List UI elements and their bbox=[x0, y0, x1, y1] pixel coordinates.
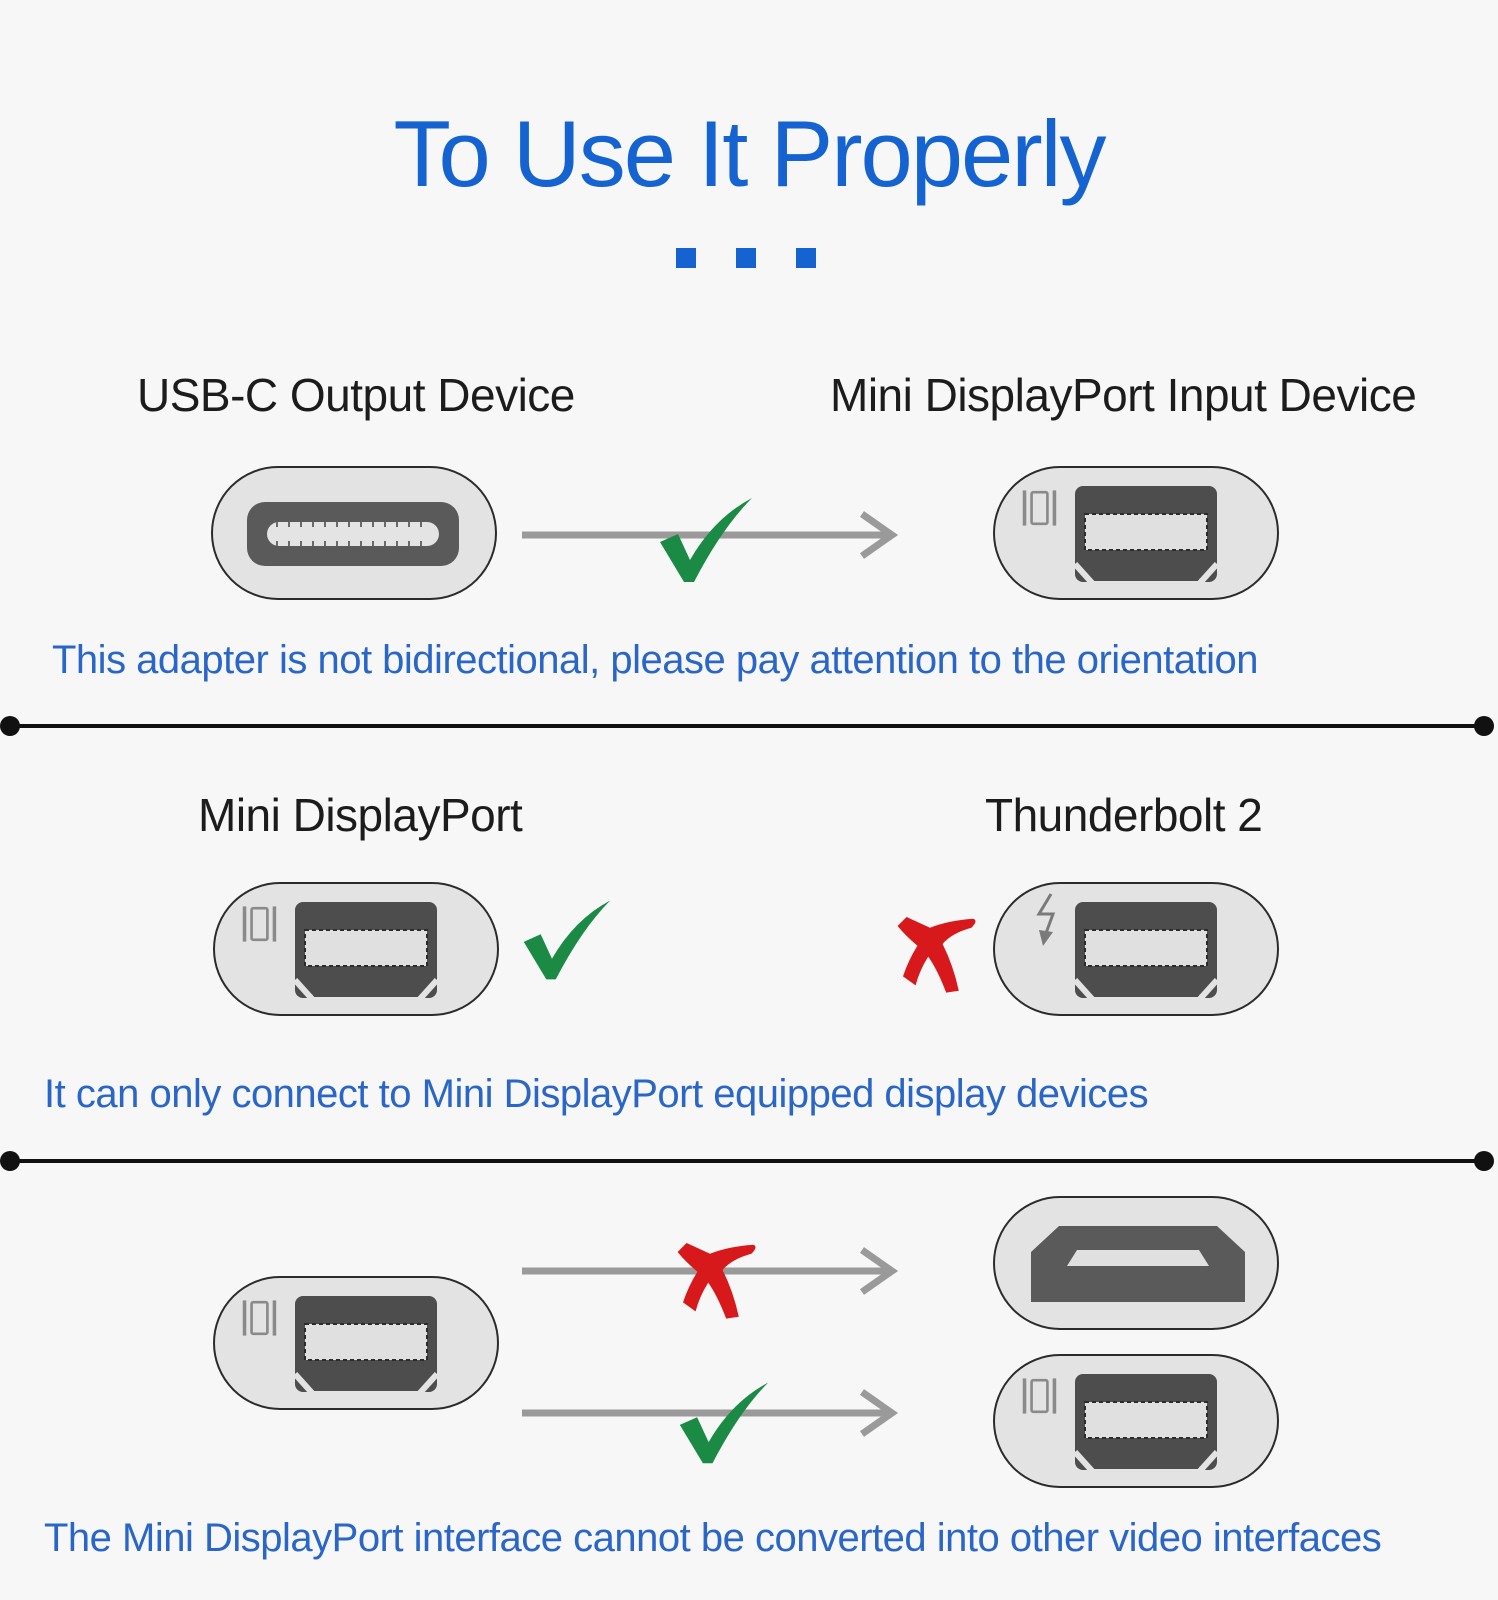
cross-icon bbox=[674, 1234, 764, 1324]
divider-endpoint bbox=[1474, 716, 1494, 736]
check-icon bbox=[656, 494, 756, 584]
title-dot bbox=[736, 248, 756, 268]
compatibility-note: It can only connect to Mini DisplayPort … bbox=[44, 1072, 1149, 1116]
hdmi-port-icon bbox=[993, 1196, 1279, 1330]
arrow-right-icon bbox=[522, 511, 899, 559]
page-title: To Use It Properly bbox=[393, 101, 1106, 206]
check-icon bbox=[520, 896, 614, 982]
section-divider bbox=[10, 1159, 1482, 1163]
mdp-label: Mini DisplayPort bbox=[198, 789, 523, 841]
cross-icon bbox=[894, 908, 984, 998]
usb-c-output-label: USB-C Output Device bbox=[137, 369, 575, 421]
title-dot bbox=[796, 248, 816, 268]
thunderbolt-label: Thunderbolt 2 bbox=[985, 789, 1263, 841]
mini-displayport-port-icon bbox=[993, 1354, 1279, 1488]
mini-displayport-port-icon bbox=[993, 466, 1279, 600]
orientation-note: This adapter is not bidirectional, pleas… bbox=[52, 638, 1259, 682]
mdp-input-label: Mini DisplayPort Input Device bbox=[830, 369, 1417, 421]
mini-displayport-port-icon bbox=[213, 1276, 499, 1410]
thunderbolt-logo-icon bbox=[1036, 893, 1056, 946]
usb-c-port-icon bbox=[211, 466, 497, 600]
mini-displayport-port-icon bbox=[213, 882, 499, 1016]
title-dot bbox=[676, 248, 696, 268]
check-icon bbox=[676, 1378, 772, 1466]
section-divider bbox=[10, 724, 1482, 728]
divider-endpoint bbox=[1474, 1151, 1494, 1171]
arrow-right-icon bbox=[522, 1389, 899, 1437]
thunderbolt-port-icon bbox=[993, 882, 1279, 1016]
conversion-note: The Mini DisplayPort interface cannot be… bbox=[44, 1516, 1382, 1560]
